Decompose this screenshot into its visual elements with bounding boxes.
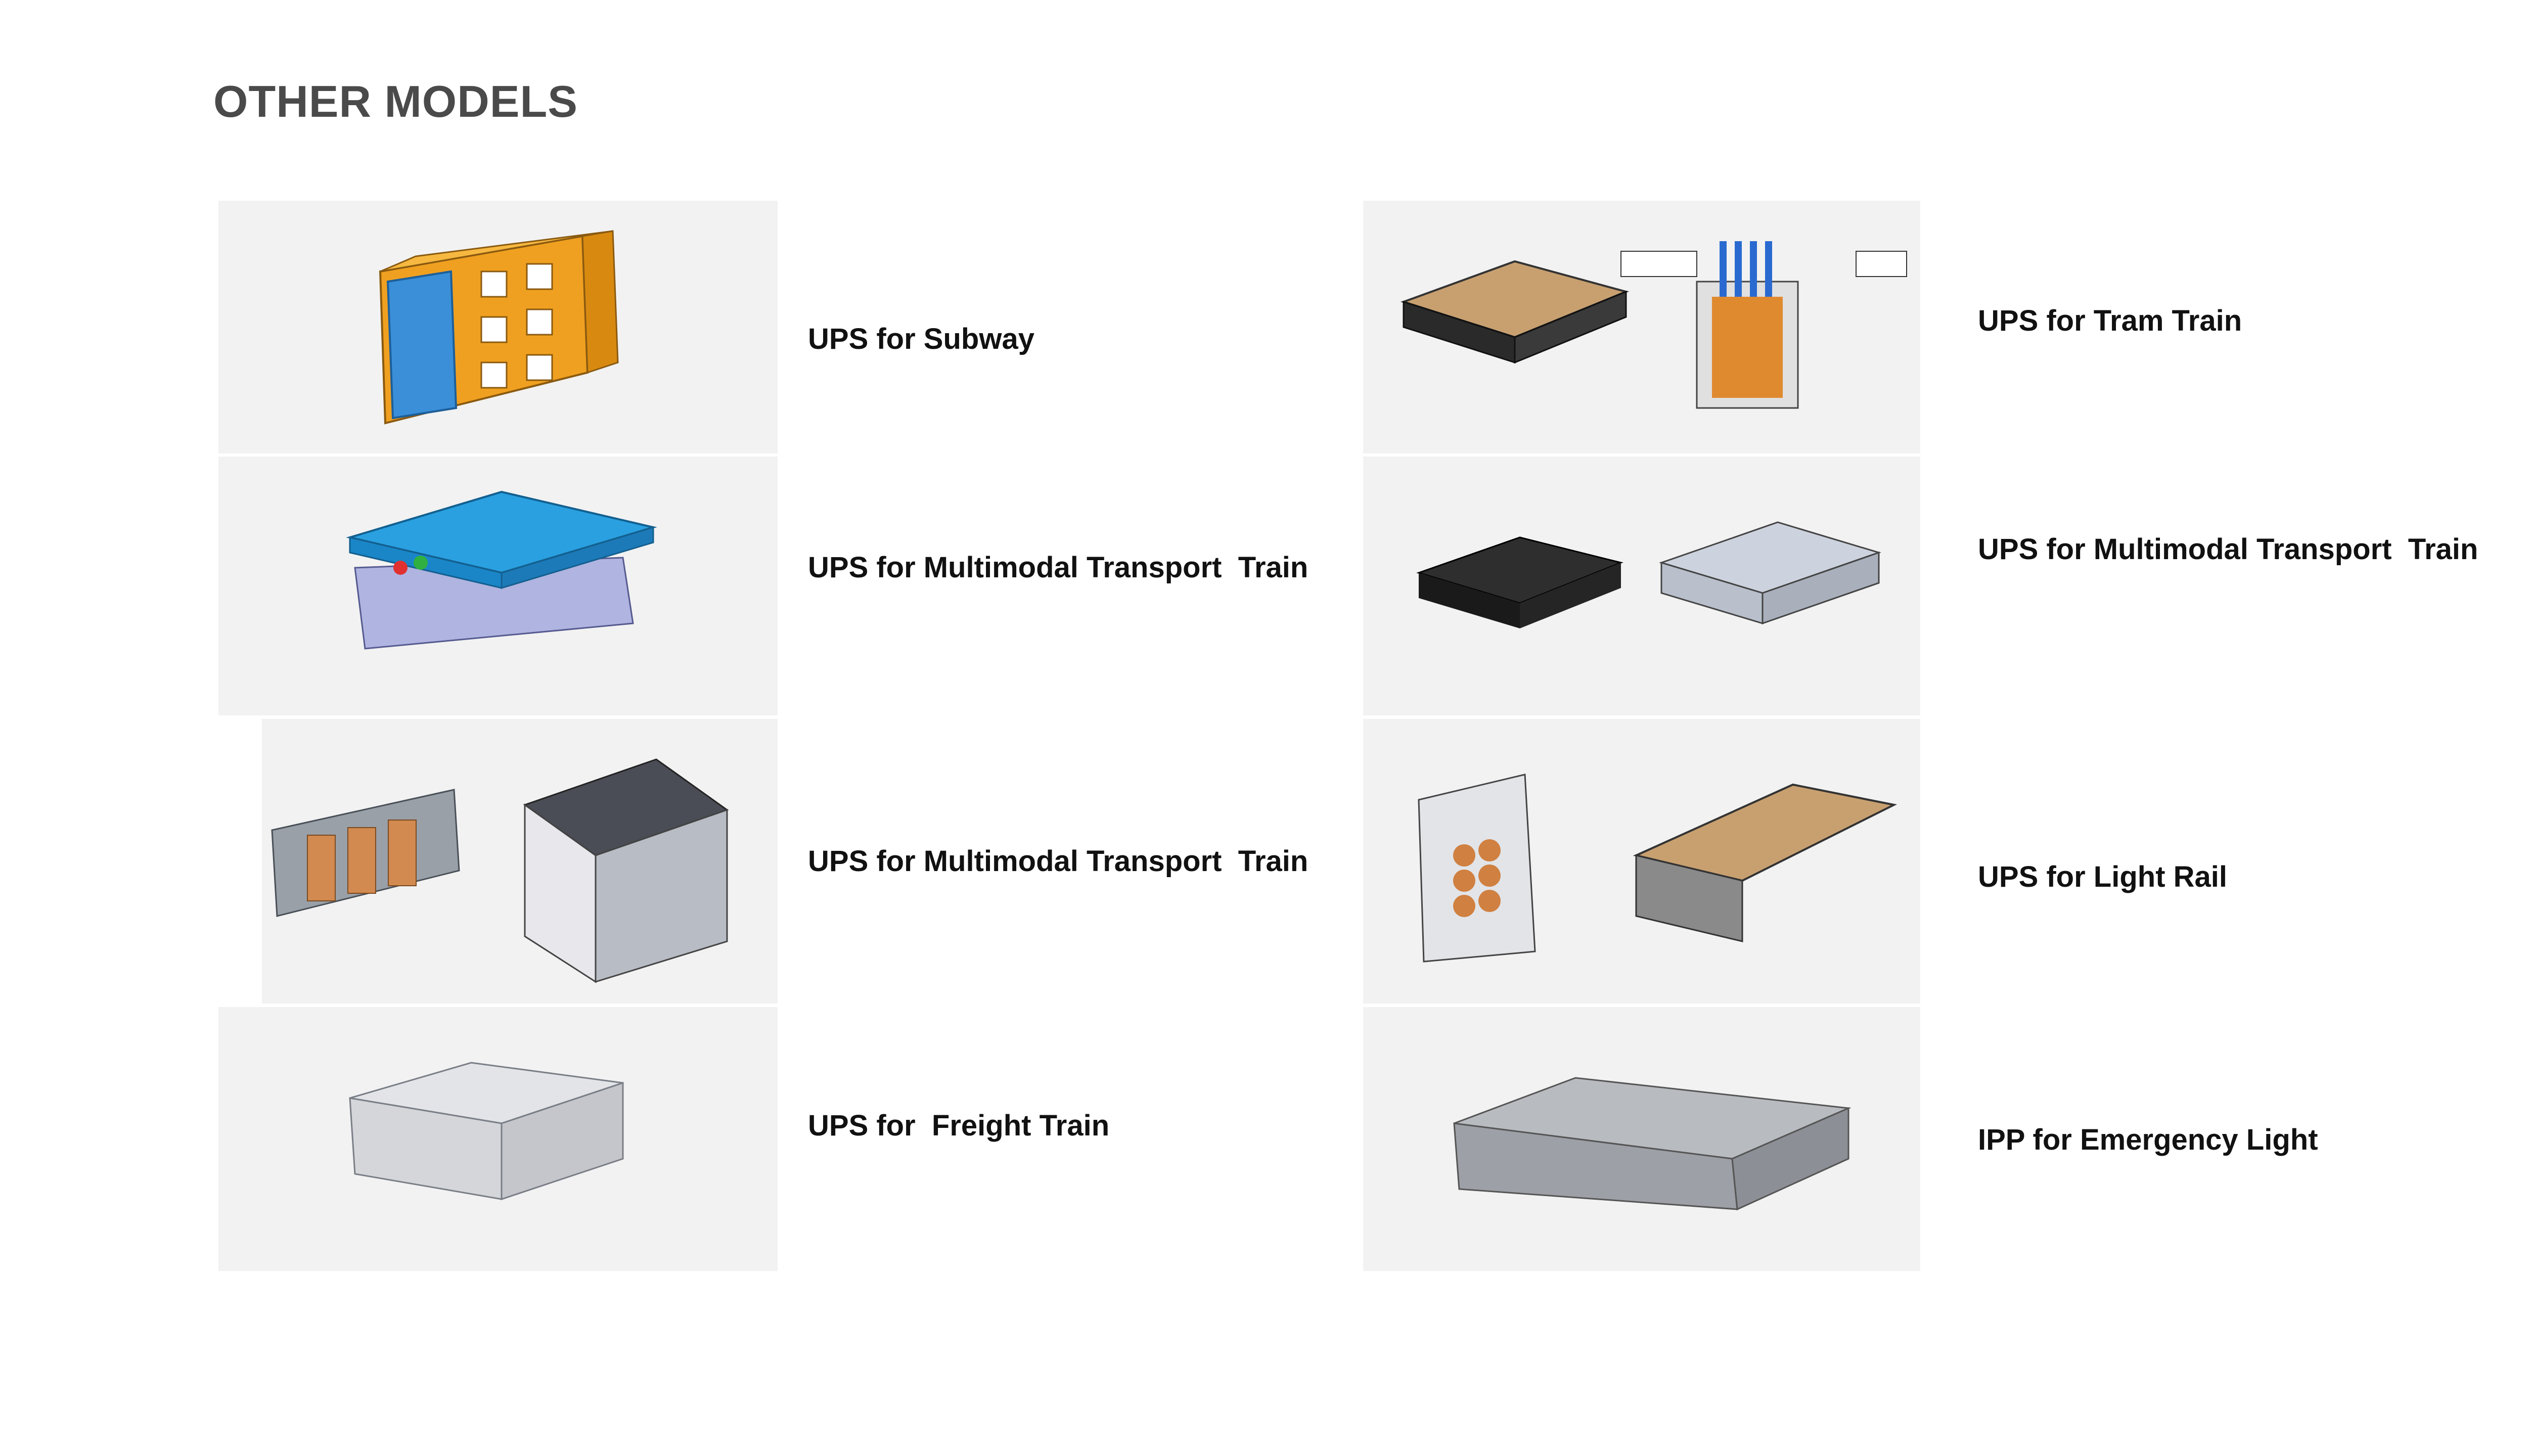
label-ups-multimodal-2: UPS for Multimodal Transport Train: [808, 845, 1308, 878]
product-image-tram: [1363, 201, 1920, 453]
battery-module-and-drawer-pack-icon: [1418, 774, 1898, 963]
product-image-emergency-light: [1363, 1007, 1920, 1271]
label-ups-multimodal-3: UPS for Multimodal Transport Train: [1978, 533, 2478, 566]
page-title: OTHER MODELS: [213, 76, 578, 126]
label-ups-tram: UPS for Tram Train: [1978, 304, 2242, 337]
grey-battery-rack-modules-icon: [271, 758, 729, 983]
product-image-light-rail: [1363, 719, 1920, 1004]
product-image-multimodal-1: [218, 457, 778, 715]
product-image-multimodal-2: [262, 719, 778, 1004]
label-ipp-emergency-light: IPP for Emergency Light: [1978, 1123, 2318, 1156]
label-ups-multimodal-1: UPS for Multimodal Transport Train: [808, 551, 1308, 584]
perforated-rack-chassis-icon: [1453, 1077, 1852, 1211]
orange-battery-cabinet-icon: [379, 230, 619, 425]
product-image-multimodal-3: [1363, 457, 1920, 715]
silver-finned-battery-case-icon: [349, 1062, 624, 1201]
blue-lid-battery-box-icon: [346, 490, 657, 650]
black-and-open-battery-crate-icon: [1416, 521, 1881, 628]
label-ups-light-rail: UPS for Light Rail: [1978, 860, 2227, 893]
label-ups-freight: UPS for Freight Train: [808, 1109, 1110, 1142]
tram-battery-pack-drawing-icon: [1400, 241, 1907, 409]
product-image-freight: [218, 1007, 778, 1271]
product-image-subway: [218, 201, 778, 453]
label-ups-subway: UPS for Subway: [808, 323, 1034, 355]
